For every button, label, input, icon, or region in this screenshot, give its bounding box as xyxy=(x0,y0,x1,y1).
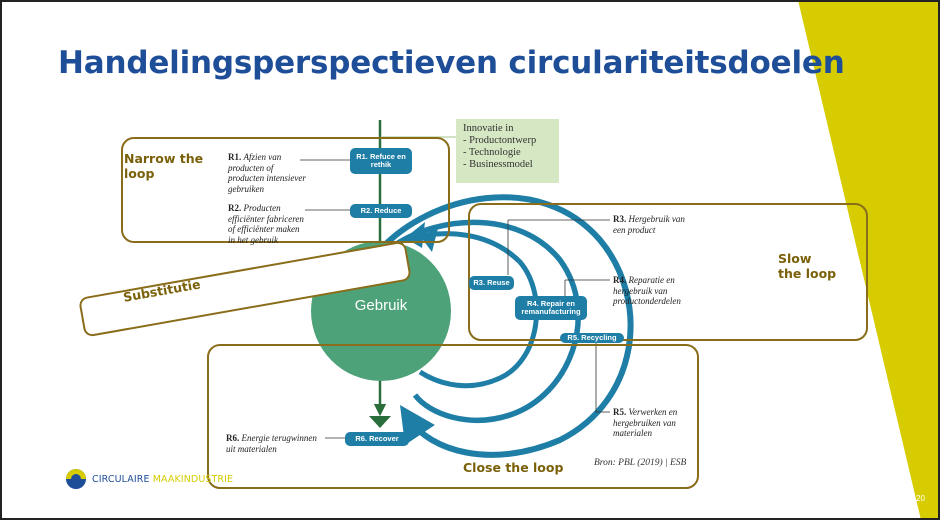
down-arrow xyxy=(369,416,391,428)
close-loop-box xyxy=(207,344,699,489)
logo-text: CIRCULAIRE MAAKINDUSTRIE xyxy=(92,474,233,485)
narrow-loop-box xyxy=(121,137,450,243)
strategy-r4-text: R4. Reparatie en hergebruik van producto… xyxy=(613,275,681,306)
logo-word-1: CIRCULAIRE xyxy=(92,474,150,485)
gebruik-label: Gebruik xyxy=(354,297,408,314)
innovation-box: Innovatie in - Productontwerp - Technolo… xyxy=(456,119,559,183)
strategy-r6-text: R6. Energie terugwinnen uit materialen xyxy=(226,433,317,454)
innovation-item: - Productontwerp xyxy=(463,135,537,146)
page-number: 20 xyxy=(916,494,925,503)
loop-arc-mid xyxy=(393,219,581,423)
pill-r6: R6. Recover xyxy=(345,432,409,446)
loop-arc-outer xyxy=(377,194,634,458)
slow-loop-label: Slow the loop xyxy=(778,251,837,281)
logo-word-2: MAAKINDUSTRIE xyxy=(152,474,234,485)
source-citation: Bron: PBL (2019) | ESB xyxy=(594,458,687,468)
pill-r5: R5. Recycling xyxy=(560,333,624,343)
loop-arrowhead-2 xyxy=(420,228,438,252)
strategy-r3-text: R3. Hergebruik van een product xyxy=(613,214,685,235)
pill-r1: R1. Refuce en rethik xyxy=(350,148,412,174)
close-loop-label: Close the loop xyxy=(463,460,564,475)
strategy-r2-text: R2. Producten efficiënter fabriceren of … xyxy=(228,203,304,245)
pill-r3: R3. Reuse xyxy=(469,276,514,290)
substitution-box xyxy=(79,241,411,337)
pill-r2: R2. Reduce xyxy=(350,204,412,218)
accent-shape xyxy=(798,0,940,520)
strategy-r5-text: R5. Verwerken en hergebruiken van materi… xyxy=(613,407,678,438)
innovation-item: - Technologie xyxy=(463,147,521,158)
pill-r4: R4. Repair en remanufacturing xyxy=(515,296,587,320)
slow-loop-box xyxy=(468,203,868,341)
strategy-r1-text: R1. Afzien van producten of producten in… xyxy=(228,152,306,194)
innovation-heading: Innovatie in xyxy=(463,123,514,134)
innovation-item: - Businessmodel xyxy=(463,159,533,170)
logo-mark-swoosh xyxy=(66,469,86,479)
narrow-loop-label: Narrow the loop xyxy=(124,151,204,181)
slide-title: Handelingsperspectieven circulariteitsdo… xyxy=(58,45,845,81)
